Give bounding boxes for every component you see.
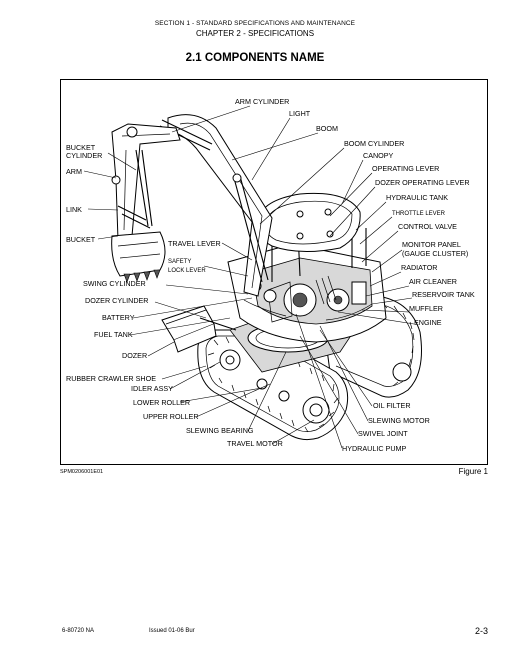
label-radiator: RADIATOR (401, 263, 437, 272)
label-oil-filter: OIL FILTER (373, 401, 411, 410)
label-swing-cylinder: SWING CYLINDER (83, 279, 146, 288)
label-safety-lock-lever-2: LOCK LEVER (168, 268, 206, 274)
label-rubber-crawler-shoe: RUBBER CRAWLER SHOE (66, 374, 156, 383)
label-link: LINK (66, 205, 82, 214)
arm (111, 123, 181, 241)
label-arm-cylinder: ARM CYLINDER (235, 97, 289, 106)
page-title: 2.1 COMPONENTS NAME (185, 52, 325, 64)
label-monitor-panel-2: (GAUGE CLUSTER) (402, 249, 468, 258)
canopy (257, 192, 367, 282)
label-boom-cylinder: BOOM CYLINDER (344, 139, 404, 148)
label-hydraulic-tank: HYDRAULIC TANK (386, 193, 448, 202)
label-dozer-cylinder: DOZER CYLINDER (85, 296, 149, 305)
label-slewing-motor: SLEWING MOTOR (368, 416, 430, 425)
label-upper-roller: UPPER ROLLER (143, 412, 199, 421)
label-fuel-tank: FUEL TANK (94, 330, 133, 339)
label-slewing-bearing: SLEWING BEARING (186, 426, 254, 435)
bucket (111, 231, 166, 283)
label-bucket-cylinder-1: BUCKET (66, 143, 96, 152)
figure-frame (60, 79, 488, 465)
label-travel-lever: TRAVEL LEVER (168, 239, 221, 248)
label-control-valve: CONTROL VALVE (398, 222, 457, 231)
label-canopy: CANOPY (363, 151, 394, 160)
label-hydraulic-pump: HYDRAULIC PUMP (342, 444, 407, 453)
label-battery: BATTERY (102, 313, 135, 322)
label-bucket-cylinder-2: CYLINDER (66, 151, 102, 160)
label-air-cleaner: AIR CLEANER (409, 277, 457, 286)
upper-structure (227, 243, 387, 343)
leader-lines (83, 105, 415, 449)
figure-id: SPM0206001E01 (60, 469, 104, 475)
label-engine: ENGINE (414, 318, 442, 327)
callout-labels: ARM CYLINDER LIGHT BOOM BUCKET CYLINDER … (66, 97, 475, 453)
label-throttle-lever: THROTTLE LEVER (392, 211, 446, 217)
label-reservoir-tank: RESERVOIR TANK (412, 290, 475, 299)
label-swivel-joint: SWIVEL JOINT (358, 429, 408, 438)
section-header: SECTION 1 - STANDARD SPECIFICATIONS AND … (154, 20, 356, 27)
label-idler-assy: IDLER ASSY (131, 384, 173, 393)
label-safety-lock-lever-1: SAFETY (168, 259, 191, 265)
label-lower-roller: LOWER ROLLER (133, 398, 190, 407)
boom (159, 114, 273, 297)
figure-caption: Figure 1 (458, 467, 488, 476)
label-light: LIGHT (289, 109, 311, 118)
label-operating-lever: OPERATING LEVER (372, 164, 439, 173)
footer-doc-number: 6-80720 NA (62, 628, 95, 634)
page-number: 2-3 (474, 626, 488, 636)
chapter-header: CHAPTER 2 - SPECIFICATIONS (195, 29, 315, 38)
label-dozer-operating-lever: DOZER OPERATING LEVER (375, 178, 470, 187)
footer-issued: Issued 01-06 Bur (149, 628, 195, 634)
label-boom: BOOM (316, 124, 338, 133)
label-monitor-panel-1: MONITOR PANEL (402, 240, 461, 249)
dozer-blade (161, 305, 237, 353)
label-muffler: MUFFLER (409, 304, 443, 313)
label-travel-motor: TRAVEL MOTOR (227, 439, 283, 448)
label-dozer: DOZER (122, 351, 147, 360)
label-arm: ARM (66, 167, 82, 176)
label-bucket: BUCKET (66, 235, 96, 244)
